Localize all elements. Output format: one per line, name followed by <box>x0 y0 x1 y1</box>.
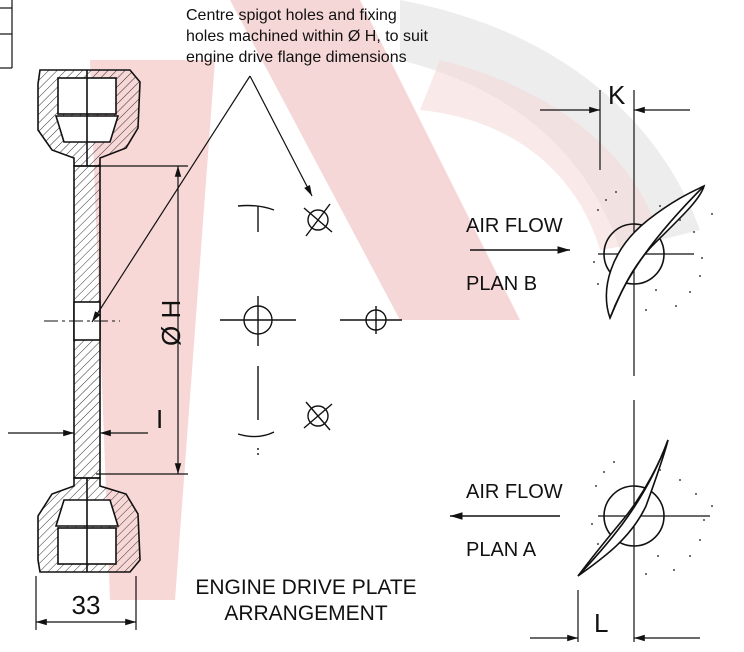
watermark-logo <box>90 0 700 600</box>
plan-b-label: PLAN B <box>466 273 537 295</box>
dim-l-label: L <box>594 608 608 638</box>
dim-33-label: 33 <box>72 590 101 620</box>
dim-oh <box>96 165 188 475</box>
plan-b-dots <box>593 191 713 311</box>
plan-a-airflow-label: AIR FLOW <box>466 481 563 503</box>
table-corner <box>0 0 13 69</box>
note-leaders <box>91 75 313 323</box>
hole-pattern <box>220 203 402 456</box>
dim-i-label: I <box>156 404 163 434</box>
plan-a-dots <box>591 461 713 575</box>
dim-l <box>530 590 700 642</box>
plan-b-blade <box>598 150 706 376</box>
drive-plate-section <box>37 69 141 573</box>
caption-line-2: ARRANGEMENT <box>224 602 388 625</box>
dim-k-label: K <box>608 80 626 110</box>
dim-k <box>540 90 690 170</box>
note-line-1: Centre spigot holes and fixing <box>186 7 397 24</box>
dim-oh-label: Ø H <box>156 300 186 346</box>
note-line-3: engine drive flange dimensions <box>186 49 407 66</box>
note-line-2: holes machined within Ø H, to suit <box>186 28 428 45</box>
plan-a-label: PLAN A <box>466 539 537 561</box>
dim-33 <box>35 576 137 630</box>
plan-a-blade <box>577 400 710 604</box>
plan-b-airflow-label: AIR FLOW <box>466 215 563 237</box>
caption-line-1: ENGINE DRIVE PLATE <box>195 576 416 599</box>
